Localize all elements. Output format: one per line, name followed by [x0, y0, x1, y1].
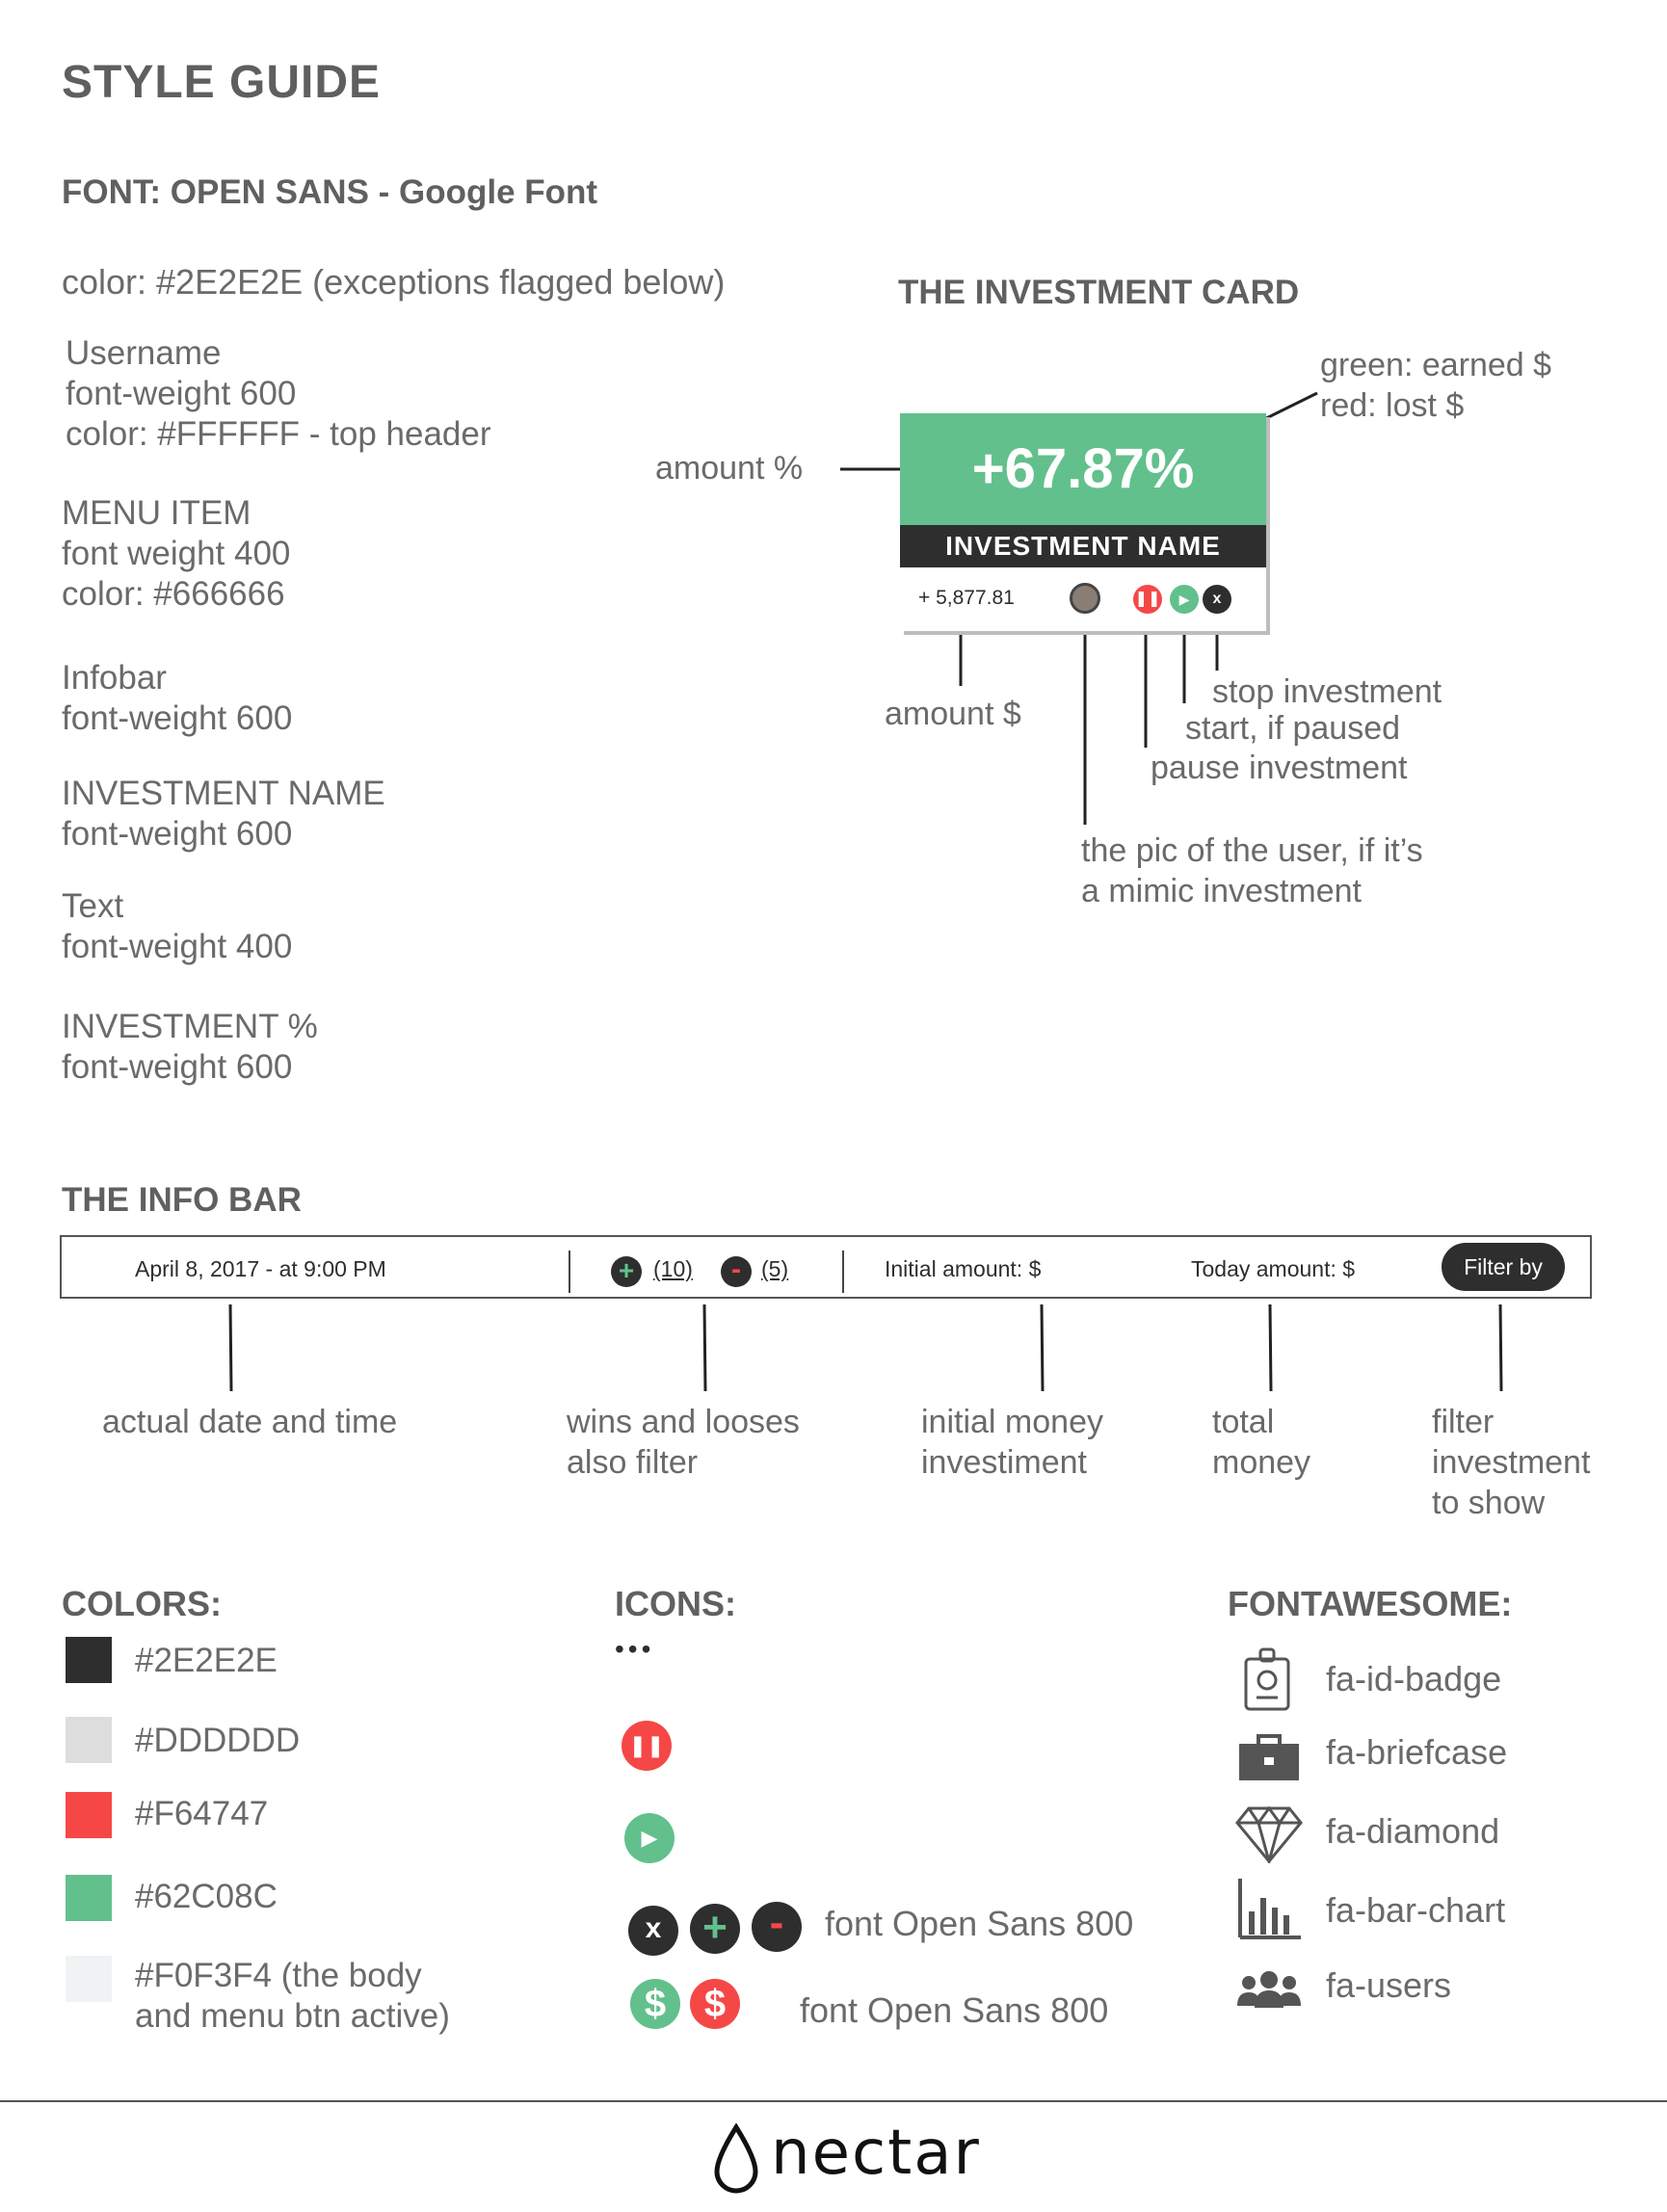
icon-row-label: font Open Sans 800: [800, 1990, 1109, 2030]
bar-chart-icon: [1238, 1879, 1301, 1939]
user-avatar[interactable]: [1070, 583, 1100, 614]
icons-title: ICONS:: [615, 1584, 736, 1623]
font-spec: FONT: OPEN SANS - Google Font: [62, 173, 598, 211]
play-icon[interactable]: ▶: [1170, 585, 1199, 614]
annotation-stop: stop investment: [1212, 673, 1442, 710]
pause-icon[interactable]: ❚❚: [1133, 585, 1162, 614]
initial-amount: Initial amount: $: [885, 1256, 1042, 1281]
card-amount: + 5,877.81: [918, 587, 1015, 609]
info-bar-title: THE INFO BAR: [62, 1181, 302, 1219]
close-icon[interactable]: x: [1203, 585, 1231, 614]
annotation-red: red: lost $: [1320, 387, 1465, 424]
play-icon: ▶: [624, 1813, 675, 1863]
annotation-initial-1: initial money: [921, 1404, 1103, 1440]
annotation-date: actual date and time: [102, 1404, 398, 1440]
fa-label: fa-diamond: [1326, 1811, 1500, 1851]
swatch-label-2: and menu btn active): [135, 1997, 450, 2035]
filter-button[interactable]: Filter by: [1442, 1243, 1565, 1291]
fa-label: fa-id-badge: [1326, 1659, 1502, 1698]
swatch-2e2e2e: [66, 1637, 112, 1683]
spec-text: Text font-weight 400: [62, 887, 293, 965]
icon-row-label: font Open Sans 800: [825, 1904, 1134, 1943]
footer: nectar: [0, 2100, 1667, 2212]
briefcase-icon: [1239, 1734, 1299, 1780]
annotation-pic-1: the pic of the user, if it’s: [1081, 832, 1423, 869]
info-bar: April 8, 2017 - at 9:00 PM + (10) - (5) …: [60, 1235, 1592, 1299]
swatch-label: #DDDDDD: [135, 1722, 301, 1759]
minus-icon: -: [752, 1902, 802, 1952]
card-investment-name: INVESTMENT NAME: [900, 525, 1266, 567]
swatch-f64747: [66, 1792, 112, 1838]
annotation-amount-usd: amount $: [885, 696, 1021, 732]
infobar-connector-lines: [228, 1304, 1503, 1392]
spec-investment-pct: INVESTMENT % font-weight 600: [62, 1008, 318, 1086]
color-spec: color: #2E2E2E (exceptions flagged below…: [62, 262, 726, 302]
card-connector-lines: [840, 391, 1318, 825]
annotation-wins-2: also filter: [567, 1444, 699, 1481]
fa-label: fa-users: [1326, 1965, 1452, 2005]
swatch-label: #F64747: [135, 1795, 269, 1832]
fontawesome-title: FONTAWESOME:: [1228, 1584, 1513, 1623]
fa-label: fa-briefcase: [1326, 1732, 1508, 1772]
annotation-initial-2: investiment: [921, 1444, 1087, 1481]
info-separator: [569, 1251, 570, 1293]
swatch-f0f3f4: [66, 1956, 112, 2002]
info-date: April 8, 2017 - at 9:00 PM: [135, 1256, 386, 1281]
info-separator: [842, 1251, 844, 1293]
swatch-62c08c: [66, 1875, 112, 1921]
annotation-amount-pct: amount %: [655, 450, 804, 487]
annotation-green: green: earned $: [1320, 347, 1552, 383]
spec-username: Username font-weight 600 color: #FFFFFF …: [66, 334, 491, 453]
diamond-icon: [1235, 1805, 1303, 1863]
annotation-total-2: money: [1212, 1444, 1311, 1481]
swatch-label: #2E2E2E: [135, 1642, 278, 1679]
more-dots-icon: •••: [615, 1634, 655, 1664]
spec-menu-item: MENU ITEM font weight 400 color: #666666: [62, 494, 291, 613]
spec-infobar: Infobar font-weight 600: [62, 659, 293, 737]
page-title: STYLE GUIDE: [62, 57, 382, 108]
drop-logo-icon: [714, 2123, 758, 2194]
brand-logo: nectar: [771, 2118, 981, 2189]
fa-label: fa-bar-chart: [1326, 1890, 1506, 1930]
wins-count[interactable]: (10): [653, 1256, 693, 1281]
annotation-filter-2: investment: [1432, 1444, 1591, 1481]
losses-count[interactable]: (5): [761, 1256, 789, 1281]
pause-icon: ❚❚: [622, 1721, 672, 1771]
annotation-total-1: total: [1212, 1404, 1275, 1440]
annotation-start: start, if paused: [1185, 710, 1401, 747]
dollar-icon: $: [630, 1979, 680, 2029]
annotation-filter-1: filter: [1432, 1404, 1495, 1440]
investment-card[interactable]: +67.87% INVESTMENT NAME + 5,877.81 ❚❚ ▶ …: [900, 413, 1266, 631]
card-bottom-row: + 5,877.81 ❚❚ ▶ x: [900, 567, 1266, 631]
swatch-label: #F0F3F4 (the body: [135, 1957, 422, 1994]
users-icon: [1237, 1971, 1301, 2008]
annotation-wins-1: wins and looses: [567, 1404, 800, 1440]
annotation-pic-2: a mimic investment: [1081, 873, 1362, 909]
plus-icon[interactable]: +: [611, 1256, 642, 1287]
plus-icon: +: [690, 1904, 740, 1954]
swatch-label: #62C08C: [135, 1878, 278, 1915]
today-amount: Today amount: $: [1191, 1256, 1356, 1281]
close-icon: x: [628, 1906, 678, 1956]
minus-icon[interactable]: -: [721, 1255, 752, 1287]
spec-investment-name: INVESTMENT NAME font-weight 600: [62, 775, 385, 853]
annotation-pause: pause investment: [1151, 750, 1408, 786]
annotation-filter-3: to show: [1432, 1485, 1546, 1521]
card-percent: +67.87%: [900, 413, 1266, 525]
id-badge-icon: [1244, 1647, 1290, 1711]
dollar-icon: $: [690, 1979, 740, 2029]
swatch-dddddd: [66, 1717, 112, 1763]
colors-title: COLORS:: [62, 1584, 222, 1623]
card-section-title: THE INVESTMENT CARD: [898, 274, 1300, 311]
